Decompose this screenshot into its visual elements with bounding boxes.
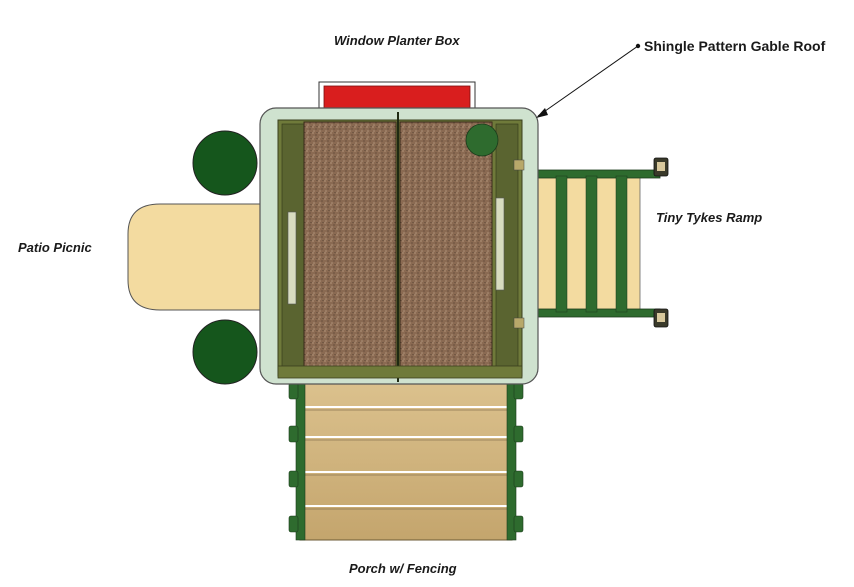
- porch-with-fencing: [288, 377, 524, 541]
- roof-callout: [536, 43, 641, 118]
- shingle-roof-label: Shingle Pattern Gable Roof: [644, 38, 826, 54]
- tree-top: [192, 130, 258, 196]
- porch-fencing-label: Porch w/ Fencing: [349, 561, 457, 576]
- window-planter-box-label: Window Planter Box: [334, 33, 460, 48]
- tiny-tykes-ramp-label: Tiny Tykes Ramp: [656, 210, 763, 225]
- playhouse-structure: [259, 107, 539, 385]
- corner-bush: [465, 123, 499, 157]
- tree-bottom: [192, 319, 258, 385]
- tiny-tykes-ramp: [519, 157, 669, 328]
- patio-picnic-label: Patio Picnic: [18, 240, 92, 255]
- patio-picnic-area: [127, 130, 269, 385]
